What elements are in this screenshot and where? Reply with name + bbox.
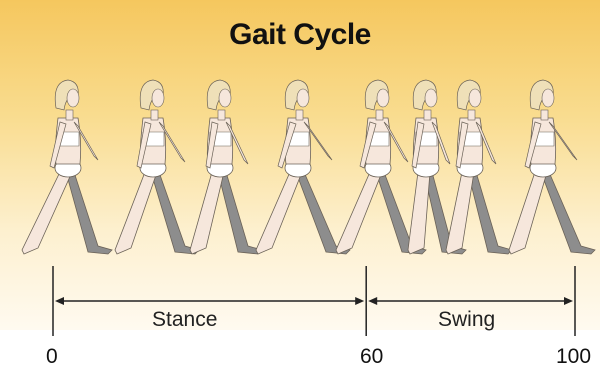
swing-label: Swing bbox=[438, 308, 495, 332]
stance-arrow-head-left bbox=[55, 297, 64, 305]
swing-arrow-head-right bbox=[564, 297, 573, 305]
tick-label-100: 100 bbox=[556, 345, 591, 369]
stance-label: Stance bbox=[152, 308, 217, 332]
swing-arrow-head-left bbox=[368, 297, 377, 305]
tick-label-0: 0 bbox=[46, 345, 58, 369]
tick-label-60: 60 bbox=[360, 345, 383, 369]
stance-arrow-head-right bbox=[355, 297, 364, 305]
